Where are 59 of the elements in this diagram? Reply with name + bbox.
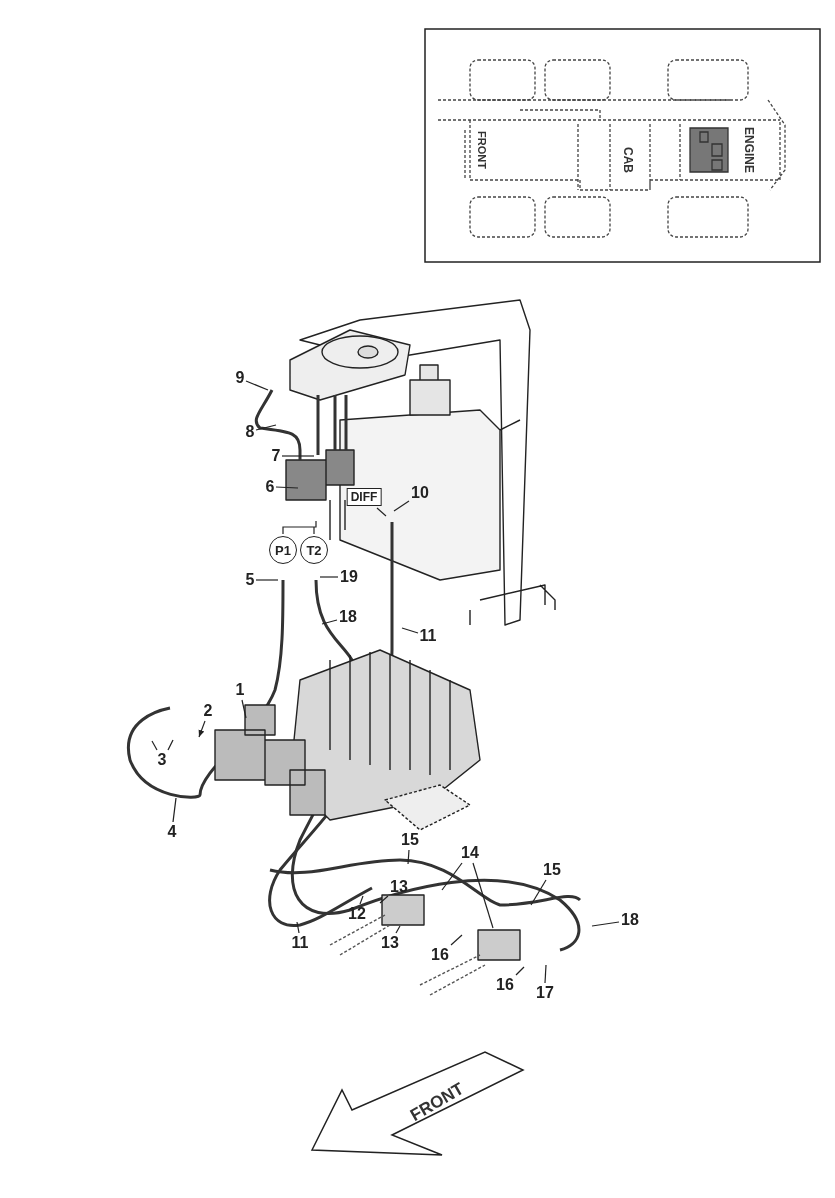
leader-line xyxy=(401,627,419,634)
leader-line xyxy=(515,966,525,976)
leader-line xyxy=(255,579,279,581)
callout-number: 11 xyxy=(419,628,437,644)
leader-line xyxy=(376,507,387,517)
callout-number: 2 xyxy=(203,703,213,719)
callout-number: 15 xyxy=(401,832,419,848)
callout-number: 5 xyxy=(245,572,255,588)
leader-line xyxy=(313,526,315,535)
leader-line xyxy=(296,921,300,934)
leader-line xyxy=(591,921,620,927)
inset-label: FRONT xyxy=(475,131,487,169)
callout-number: 14 xyxy=(461,845,479,861)
leader-line xyxy=(319,576,339,578)
leader-line xyxy=(241,699,247,719)
leader-line xyxy=(544,964,547,984)
callout-number: 1 xyxy=(235,682,245,698)
leader-line xyxy=(393,500,410,512)
port-tag: DIFF xyxy=(346,488,382,506)
callout-number: 13 xyxy=(381,935,399,951)
callout-number: 7 xyxy=(271,448,281,464)
inset-label: ENGINE xyxy=(743,127,755,173)
callout-number: 3 xyxy=(157,752,167,768)
inset-label: CAB xyxy=(622,147,634,173)
leader-line xyxy=(407,849,410,865)
callout-number: 16 xyxy=(496,977,514,993)
leader-line xyxy=(245,380,269,391)
leader-line xyxy=(450,934,463,946)
callout-number: 18 xyxy=(339,609,357,625)
callout-number: 10 xyxy=(411,485,429,501)
callout-number: 12 xyxy=(348,906,366,922)
leader-line xyxy=(395,925,401,934)
port-label: T2 xyxy=(300,536,328,564)
leader-line xyxy=(172,797,177,823)
callout-number: 8 xyxy=(245,424,255,440)
callout-number: 16 xyxy=(431,947,449,963)
port-label: P1 xyxy=(269,536,297,564)
callout-number: 18 xyxy=(621,912,639,928)
callout-number: 6 xyxy=(265,479,275,495)
callout-number: 13 xyxy=(390,879,408,895)
leader-line xyxy=(472,862,494,929)
leader-line xyxy=(255,424,277,431)
leader-line xyxy=(321,619,338,625)
leader-line xyxy=(198,720,206,738)
leader-line xyxy=(441,862,463,891)
leader-line xyxy=(275,486,299,489)
leader-line xyxy=(359,895,364,905)
callout-number: 19 xyxy=(340,569,358,585)
leader-line xyxy=(151,740,158,751)
leader-line xyxy=(379,895,389,904)
leader-line xyxy=(282,520,317,535)
leader-line xyxy=(530,879,547,906)
leader-line xyxy=(281,455,315,457)
callout-number: 15 xyxy=(543,862,561,878)
callout-number: 4 xyxy=(167,824,177,840)
callout-number: 11 xyxy=(291,935,309,951)
callout-number: 9 xyxy=(235,370,245,386)
leader-line xyxy=(167,739,174,751)
callout-number: 17 xyxy=(536,985,554,1001)
